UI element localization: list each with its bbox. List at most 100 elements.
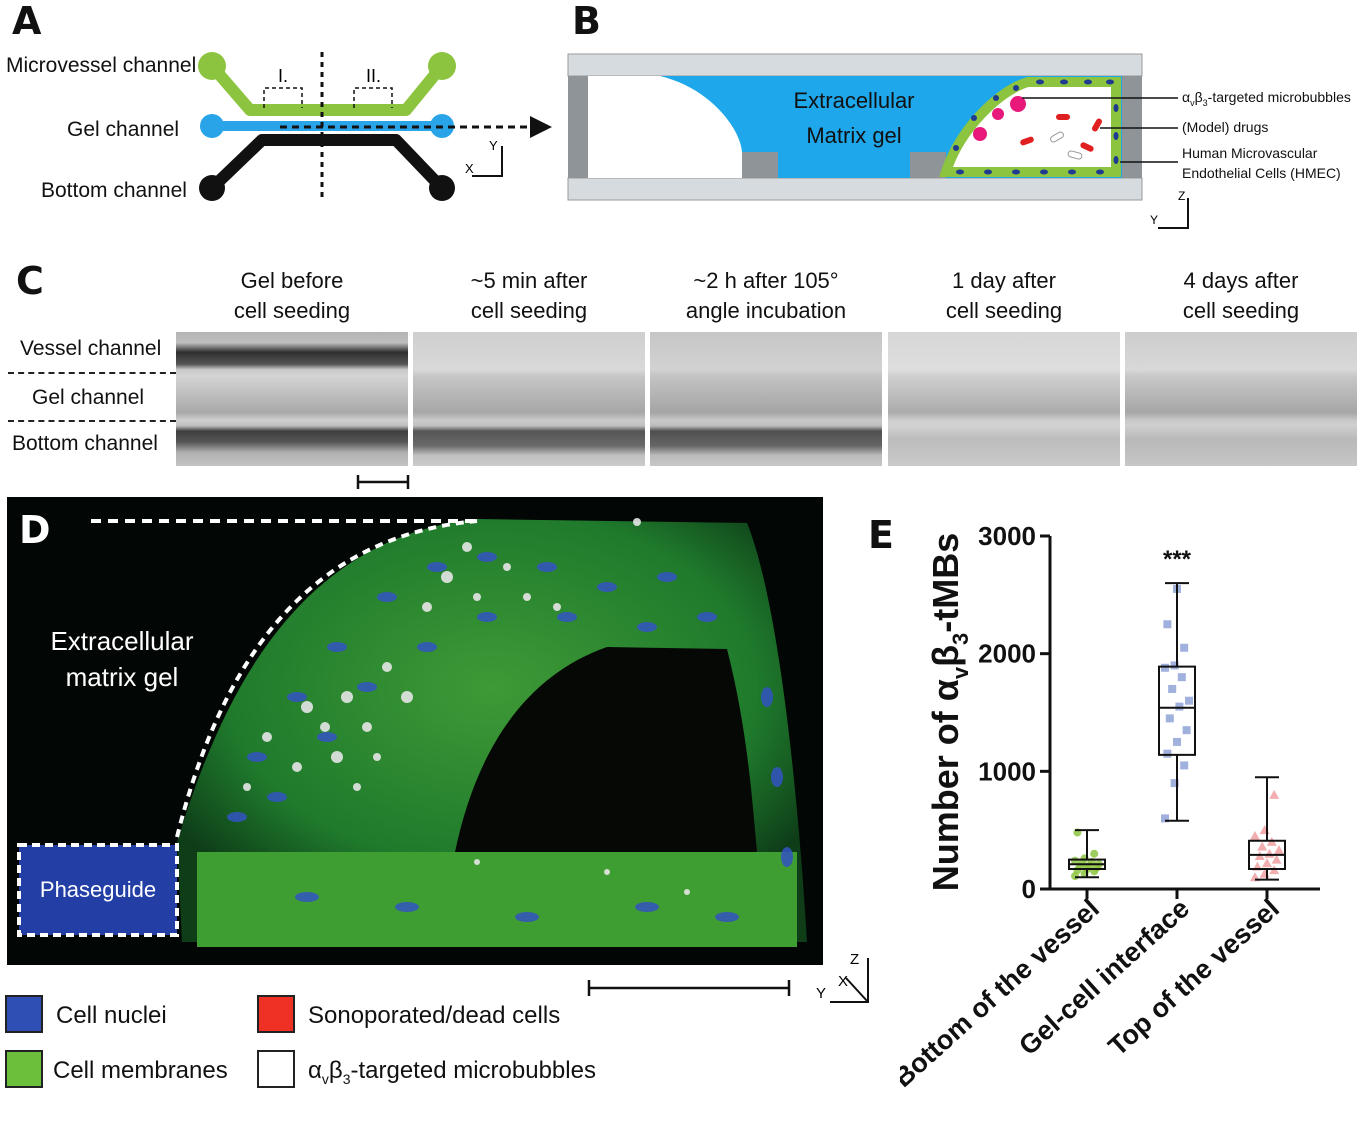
data-point: [1259, 825, 1270, 835]
panel-label-a: A: [12, 0, 42, 43]
data-point: [1271, 854, 1282, 864]
row-label-vessel: Vessel channel: [20, 337, 162, 360]
box-plot: Number of αvβ3-tMBs 0100020003000Bottom …: [900, 521, 1320, 1093]
bottom-channel-label: Bottom channel: [41, 179, 187, 202]
phaseguide-box: [17, 843, 179, 937]
data-point: [1257, 841, 1268, 851]
data-point: [1170, 779, 1179, 788]
xy-axes: [472, 146, 503, 177]
ecm-label-line2: Matrix gel: [806, 123, 901, 148]
panel-label-c: C: [16, 259, 44, 303]
y-tick-label: 0: [1022, 874, 1036, 904]
data-point: [1173, 737, 1181, 746]
scale-bar-c: [356, 475, 410, 489]
data-point: [1269, 789, 1280, 799]
vessel-floor: [197, 852, 797, 947]
phaseguide-label: Phaseguide: [39, 877, 157, 902]
micrograph-1day: [888, 332, 1120, 466]
phaseguide-left: [742, 152, 778, 178]
data-point: [1175, 702, 1184, 711]
box: [1158, 665, 1196, 756]
drugs-callout: (Model) drugs: [1182, 119, 1268, 135]
chip-bottom-wall: [567, 177, 1143, 201]
hmec-callout-line2: Endothelial Cells (HMEC): [1182, 165, 1341, 181]
microbubble-spots: [243, 518, 690, 895]
microbubbles: [973, 96, 1026, 141]
panel-label-b: B: [572, 0, 601, 43]
zyx-axes: Z X Y: [816, 951, 869, 1003]
bottom-inlet: [199, 175, 225, 201]
gel-boundary: [175, 519, 478, 838]
row-label-gel: Gel channel: [32, 386, 145, 409]
data-point: [1163, 749, 1172, 758]
data-point: [1274, 845, 1284, 855]
data-point: [1161, 663, 1169, 672]
significance-label: ***: [1163, 546, 1192, 573]
left-wall: [568, 76, 588, 178]
confocal-render: [17, 518, 807, 947]
legend-swatch-dead-cells: [257, 995, 295, 1033]
y-axis-label: Number of αvβ3-tMBs: [925, 533, 973, 892]
microvessel-channel: [207, 62, 447, 116]
vessel-lumen-d: [455, 647, 757, 852]
panel-label-e: E: [868, 513, 894, 557]
legend-swatch-microbubbles: [257, 1050, 295, 1088]
bottom-outlet: [429, 175, 455, 201]
row-divider-1: [8, 372, 176, 374]
nuclei-pattern: [227, 552, 793, 922]
gel-inlet: [200, 114, 224, 138]
microvessel-outlet: [428, 52, 456, 80]
endothelial-nuclei: [953, 79, 1119, 175]
data-point: [1161, 814, 1169, 823]
micrograph-4days: [1125, 332, 1357, 466]
data-point: [1170, 661, 1179, 670]
data-point: [1090, 849, 1099, 858]
axis-z-label: Z: [1178, 189, 1185, 203]
legend-text-dead-cells: Sonoporated/dead cells: [308, 1002, 561, 1029]
zy-axes: [1158, 198, 1189, 229]
y-tick-label: 1000: [978, 756, 1036, 786]
chip-top-wall: [567, 53, 1143, 77]
gel-channel-label: Gel channel: [67, 118, 180, 141]
right-wall: [1122, 76, 1142, 178]
bottom-channel: [207, 134, 447, 193]
y-tick-label: 3000: [978, 521, 1036, 551]
region-2-label: II.: [366, 66, 381, 86]
legend-swatch-membranes: [5, 1050, 43, 1088]
arrowhead: [530, 116, 552, 138]
legend-text-microbubbles: αvβ3-targeted microbubbles: [308, 1057, 596, 1087]
axis-x-label: X: [465, 161, 474, 176]
scale-bar-d: [587, 980, 791, 996]
axis-z-label: Z: [850, 951, 859, 968]
legend-text-membranes: Cell membranes: [53, 1057, 228, 1084]
microbubble-callout: αvβ3-targeted microbubbles: [1182, 89, 1351, 108]
panel-label-d: D: [19, 508, 51, 552]
axis-x-label: X: [838, 973, 848, 990]
micrograph-2h: [650, 332, 882, 466]
microvessel-inlet: [198, 52, 226, 80]
x-tick-label: Top of the vessel: [1103, 893, 1285, 1062]
data-point: [1262, 858, 1272, 868]
data-point: [1163, 620, 1172, 629]
data-point: [1177, 673, 1186, 682]
data-point: [1250, 831, 1260, 841]
axis-y-label: Y: [1150, 213, 1158, 227]
column-header-3: ~2 h after 105°angle incubation: [685, 268, 847, 323]
y-tick-label: 2000: [978, 639, 1036, 669]
region-1-bracket: [263, 87, 303, 108]
x-tick-label: Gel-cell interface: [1013, 893, 1195, 1061]
phaseguide-right: [910, 152, 946, 178]
row-label-bottom: Bottom channel: [12, 432, 158, 455]
data-point: [1165, 714, 1174, 723]
region-2-bracket: [353, 87, 393, 108]
micrograph-gel-before: [176, 332, 408, 466]
data-point: [1180, 761, 1189, 770]
micrograph-5min: [413, 332, 645, 466]
axis-y-label: Y: [816, 985, 826, 1002]
axis-y-label: Y: [489, 138, 498, 153]
cross-section-schematic: Extracellular Matrix gel αvβ3-targeted m…: [567, 53, 1351, 229]
